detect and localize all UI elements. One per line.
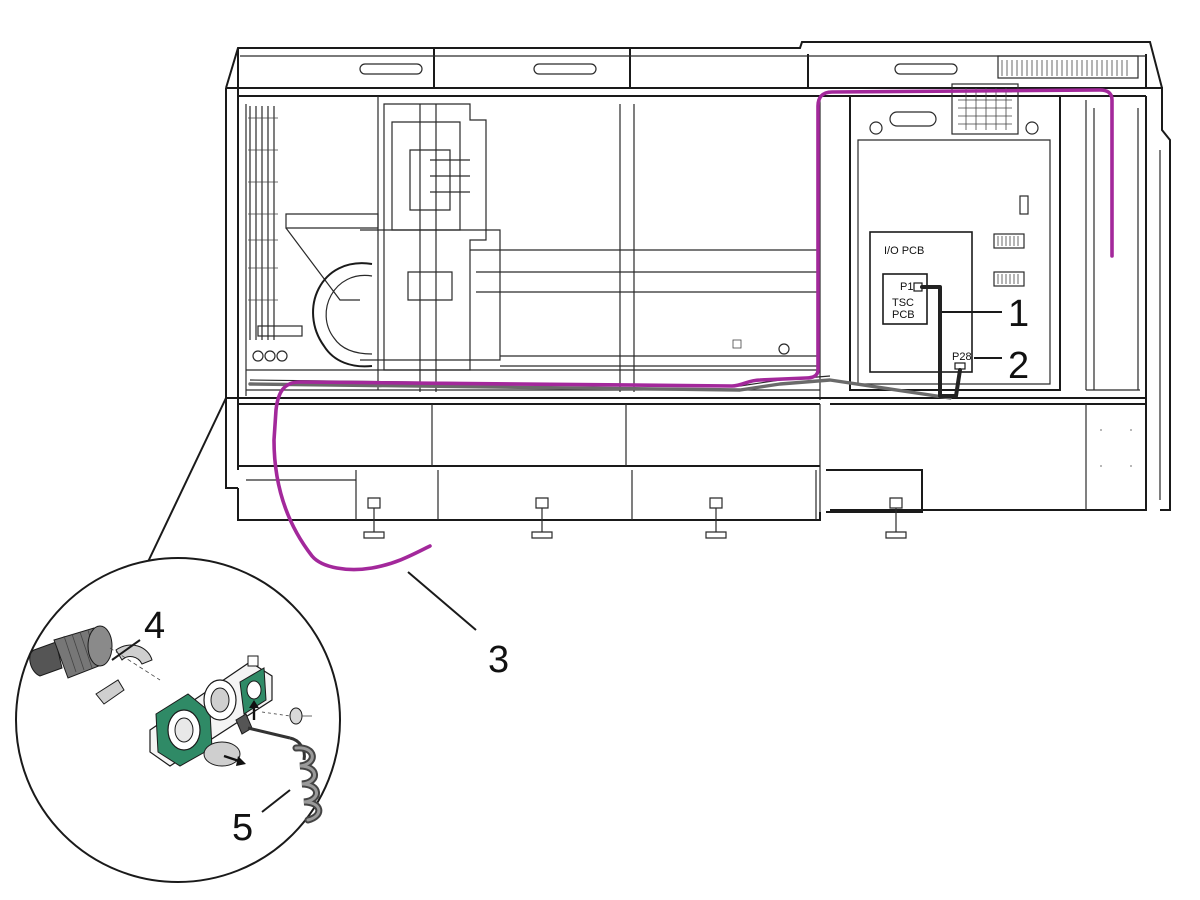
io-pcb-label: I/O PCB [884, 245, 924, 257]
callout-4: 4 [144, 605, 165, 647]
cabinet-vents [993, 195, 1029, 287]
tsc-label: TSC [892, 297, 914, 309]
left-hose-pack [248, 106, 303, 362]
callout-2: 2 [1008, 345, 1029, 387]
callout-5-leader [261, 789, 291, 813]
callout-1: 1 [1008, 293, 1029, 335]
turret-assembly [285, 103, 501, 371]
machine-enclosure [225, 41, 1171, 539]
roof-vent-slots [1001, 60, 1128, 76]
tsc-signal-cable [920, 285, 962, 398]
p28-connector-label: P28 [952, 351, 972, 363]
tsc-pcb-board [882, 273, 928, 325]
coolant-pump-cable-route [272, 88, 1114, 572]
locking-ring [95, 644, 153, 705]
coiled-cable [235, 713, 323, 824]
detail-view-circle [15, 557, 341, 883]
p1-connector-label: P1 [900, 281, 913, 293]
detail-leader [145, 397, 227, 567]
leveling-feet [363, 497, 907, 539]
callout-3-leader [407, 571, 477, 631]
connector-panel-plate [149, 655, 273, 767]
cover-cap [203, 741, 241, 767]
pcb-label: PCB [892, 309, 915, 321]
callout-5: 5 [232, 807, 253, 849]
callout-4-leader [111, 639, 141, 661]
callout-3: 3 [488, 639, 509, 681]
power-plug [29, 625, 113, 679]
io-pcb-board: I/O PCB P1 TSC PCB P28 [869, 231, 973, 373]
